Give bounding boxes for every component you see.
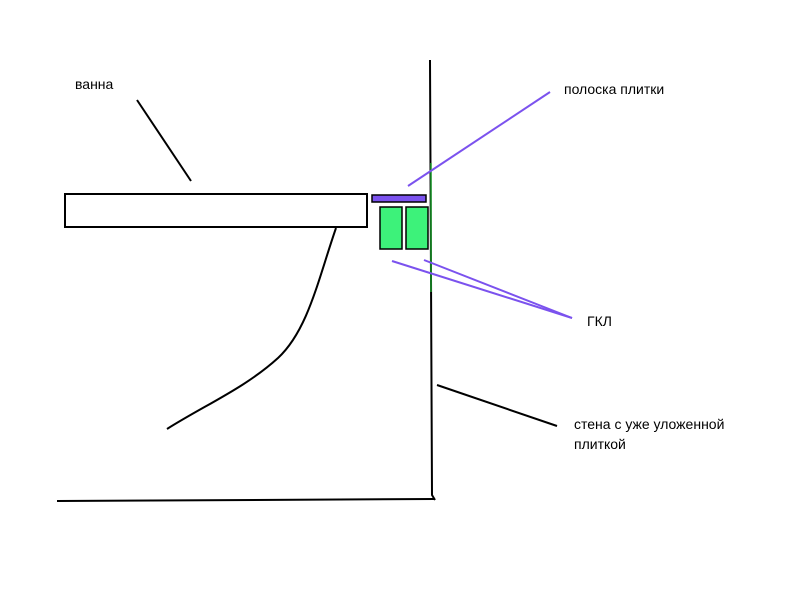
wall-label-line2: плиткой (574, 436, 626, 452)
bathtub-side-curve (166, 227, 337, 430)
tile-strip-pointer-line (407, 91, 551, 187)
tile-strip (371, 194, 427, 203)
wall-label-line1: стена с уже уложенной (574, 416, 724, 432)
drywall-block-left (379, 206, 403, 250)
wall-pointer-line (436, 384, 558, 427)
bath-label: ванна (75, 76, 114, 92)
bath-pointer-line (136, 99, 192, 182)
drywall-pointer-line-left (391, 260, 573, 319)
tile-strip-label: полоска плитки (564, 81, 664, 97)
drywall-pointer-line-right (423, 259, 573, 319)
drywall-block-right (405, 206, 429, 250)
bathtub-rim (64, 193, 368, 228)
floor-line (56, 498, 435, 502)
drywall-label: ГКЛ (587, 313, 612, 329)
